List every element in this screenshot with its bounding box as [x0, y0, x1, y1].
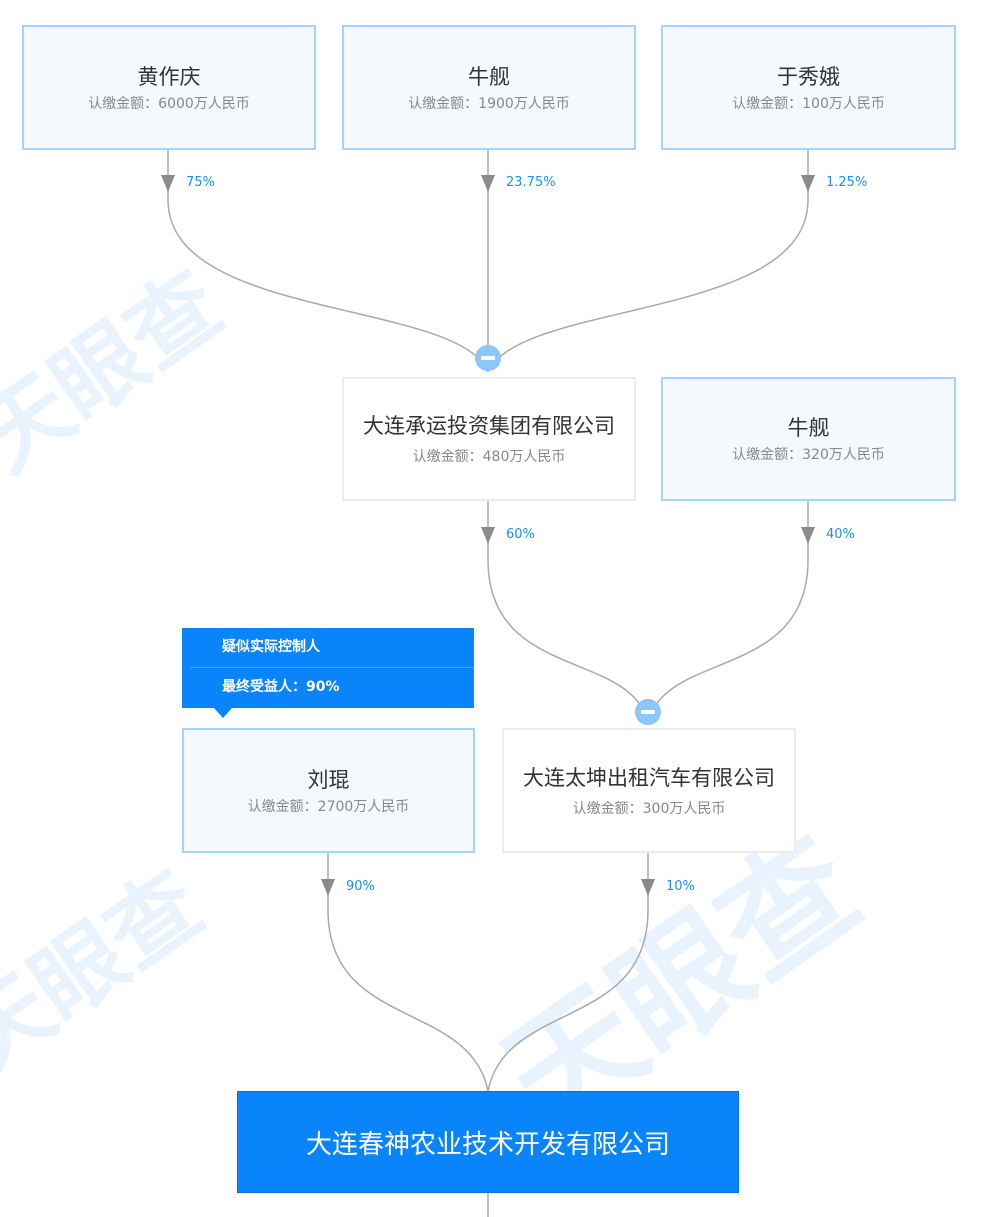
controller-badge: 疑似实际控制人 最终受益人：90%	[182, 628, 474, 708]
arrow-icon	[321, 879, 335, 896]
target-company-node[interactable]: 大连春神农业技术开发有限公司	[237, 1091, 739, 1193]
share-percent: 10%	[666, 879, 695, 894]
target-company-name: 大连春神农业技术开发有限公司	[305, 1129, 670, 1160]
arrow-icon	[161, 175, 175, 192]
shareholder-node[interactable]: 牛舰 认缴金额：320万人民币	[661, 377, 956, 501]
divider	[190, 667, 474, 668]
shareholder-name: 刘琨	[307, 767, 350, 792]
shareholder-name: 牛舰	[787, 416, 830, 440]
subscribed-amount: 认缴金额：480万人民币	[412, 449, 566, 465]
arrow-icon	[481, 527, 495, 544]
subscribed-amount: 认缴金额：100万人民币	[732, 95, 885, 112]
tooltip-beneficiary: 最终受益人：90%	[222, 679, 340, 695]
share-percent: 60%	[506, 527, 535, 542]
share-percent: 90%	[346, 879, 375, 894]
arrow-icon	[801, 527, 815, 544]
share-percent: 1.25%	[826, 175, 868, 190]
tooltip-controller: 疑似实际控制人	[222, 639, 320, 655]
company-name: 大连承运投资集团有限公司	[363, 414, 615, 438]
shareholder-node[interactable]: 刘琨 认缴金额：2700万人民币	[182, 728, 475, 853]
shareholder-name: 牛舰	[468, 64, 510, 89]
company-node[interactable]: 大连承运投资集团有限公司 认缴金额：480万人民币	[342, 377, 636, 501]
subscribed-amount: 认缴金额：300万人民币	[572, 800, 726, 817]
collapse-icon[interactable]	[475, 345, 501, 371]
arrow-icon	[641, 879, 655, 896]
shareholder-node[interactable]: 黄作庆 认缴金额：6000万人民币	[22, 25, 316, 150]
shareholder-name: 黄作庆	[137, 64, 201, 89]
arrow-icon	[481, 175, 495, 192]
subscribed-amount: 认缴金额：2700万人民币	[247, 798, 410, 815]
subscribed-amount: 认缴金额：6000万人民币	[88, 95, 250, 112]
company-name: 大连太坤出租汽车有限公司	[523, 765, 775, 790]
shareholder-node[interactable]: 于秀娥 认缴金额：100万人民币	[661, 25, 956, 150]
collapse-icon[interactable]	[635, 699, 661, 725]
subscribed-amount: 认缴金额：320万人民币	[732, 447, 885, 463]
company-node[interactable]: 大连太坤出租汽车有限公司 认缴金额：300万人民币	[502, 728, 796, 853]
share-percent: 75%	[186, 175, 215, 190]
shareholder-node[interactable]: 牛舰 认缴金额：1900万人民币	[342, 25, 636, 150]
arrow-icon	[801, 175, 815, 192]
shareholder-name: 于秀娥	[777, 64, 840, 89]
share-percent: 23.75%	[506, 175, 556, 190]
tooltip-pointer	[214, 708, 232, 718]
subscribed-amount: 认缴金额：1900万人民币	[408, 95, 570, 112]
share-percent: 40%	[826, 527, 855, 542]
